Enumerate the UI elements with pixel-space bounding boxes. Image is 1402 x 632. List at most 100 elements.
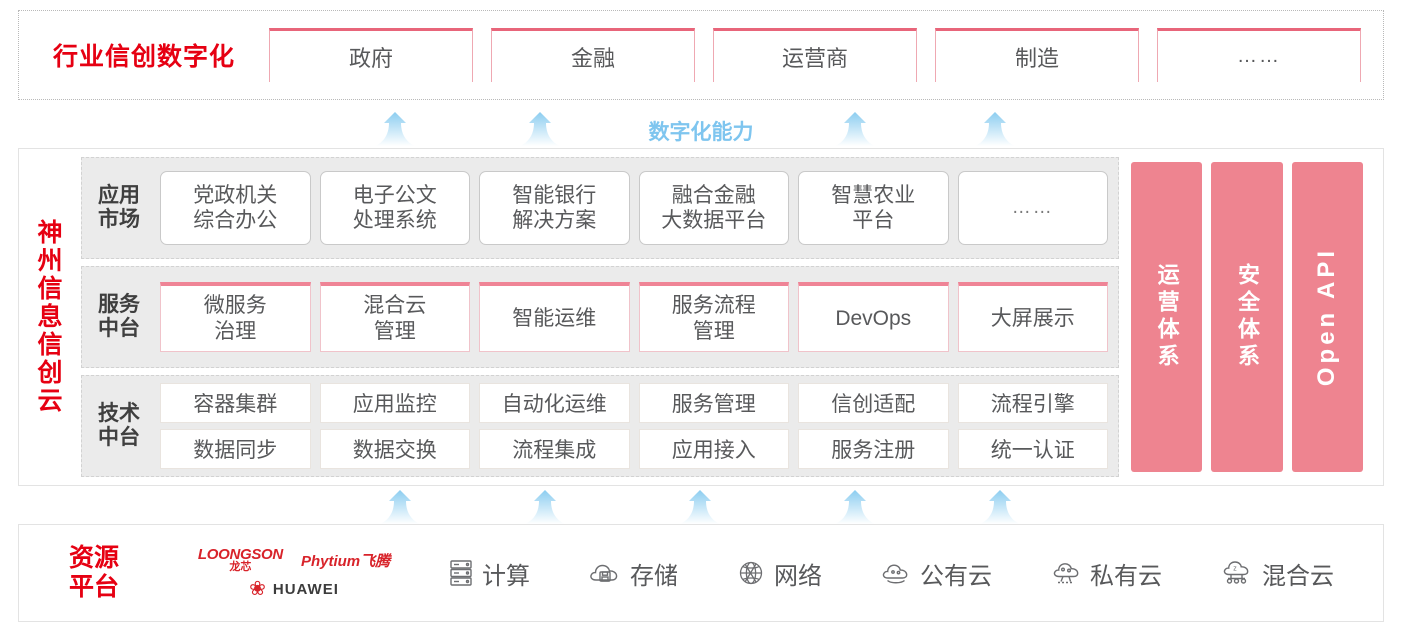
vendor-logo-group: LOONGSON 龙芯 Phytium飞腾 ❀ HUAWEI <box>169 547 419 599</box>
row-service-platform: 服务 中台 微服务治理 混合云管理 智能运维 服务流程管理 DevOps 大屏展… <box>81 266 1119 368</box>
huawei-flower-icon: ❀ <box>249 578 266 600</box>
service-card-dashboard[interactable]: 大屏展示 <box>957 282 1108 352</box>
cloud-title-char: 息 <box>37 303 63 331</box>
cloud-title-char: 神 <box>37 219 63 247</box>
resource-item-storage[interactable]: 存储 <box>588 556 678 591</box>
tech-card-xinchuang-adaptation[interactable]: 信创适配 <box>798 383 949 423</box>
resource-item-private-cloud-label: 私有云 <box>1090 562 1162 590</box>
up-arrow-icon <box>375 112 415 146</box>
resource-item-network[interactable]: 网络 <box>736 556 822 591</box>
cloud-body: 应用 市场 党政机关综合办公 电子公文处理系统 智能银行解决方案 融合金融大数据… <box>81 149 1383 485</box>
resource-platform-title: 资源 平台 <box>68 544 119 601</box>
cloud-title-char: 创 <box>37 359 63 387</box>
tech-card-app-monitoring[interactable]: 应用监控 <box>319 383 470 423</box>
resource-item-hybrid-cloud[interactable]: z 混合云 <box>1220 556 1334 591</box>
tech-card-process-integration[interactable]: 流程集成 <box>479 429 630 469</box>
side-column-open-api-label: Open API <box>1313 247 1341 387</box>
cloud-row-group: 应用 市场 党政机关综合办公 电子公文处理系统 智能银行解决方案 融合金融大数据… <box>81 157 1119 477</box>
tech-card-data-exchange[interactable]: 数据交换 <box>319 429 470 469</box>
cloud-title-char: 州 <box>37 247 63 275</box>
tech-card-list: 容器集群 应用监控 自动化运维 服务管理 信创适配 流程引擎 数据同步 数据交换… <box>156 376 1112 476</box>
industry-card-carrier[interactable]: 运营商 <box>713 28 917 82</box>
private-cloud-icon <box>1050 559 1082 587</box>
tech-card-data-sync[interactable]: 数据同步 <box>160 429 311 469</box>
resource-platform-container: 资源 平台 LOONGSON 龙芯 Phytium飞腾 ❀ HUAWEI <box>18 524 1384 622</box>
industry-card-finance[interactable]: 金融 <box>491 28 695 82</box>
app-card-edoc-system[interactable]: 电子公文处理系统 <box>319 171 470 245</box>
resource-item-private-cloud[interactable]: 私有云 <box>1050 556 1162 591</box>
side-column-security-label: 安全体系 <box>1234 263 1260 371</box>
phytium-logo: Phytium飞腾 <box>300 552 391 570</box>
vendor-logo-row-bottom: ❀ HUAWEI <box>249 579 339 599</box>
capability-label: 数字化能力 <box>648 121 754 144</box>
row-label-tech-platform: 技术 中台 <box>98 401 140 449</box>
cloud-title-char: 信 <box>37 331 63 359</box>
industry-card-more[interactable]: …… <box>1157 28 1361 82</box>
public-cloud-icon <box>880 559 912 587</box>
app-card-party-office[interactable]: 党政机关综合办公 <box>160 171 311 245</box>
app-market-card-list: 党政机关综合办公 电子公文处理系统 智能银行解决方案 融合金融大数据平台 智慧农… <box>156 158 1112 258</box>
cloud-title-char: 信 <box>37 275 63 303</box>
loongson-logo-cn: 龙芯 <box>229 561 252 573</box>
network-globe-icon <box>736 558 766 588</box>
up-arrow-icon <box>835 112 875 146</box>
side-column-operations[interactable]: 运营体系 <box>1131 162 1203 472</box>
app-card-smart-bank[interactable]: 智能银行解决方案 <box>479 171 630 245</box>
resource-item-compute-label: 计算 <box>482 562 530 590</box>
row-app-market: 应用 市场 党政机关综合办公 电子公文处理系统 智能银行解决方案 融合金融大数据… <box>81 157 1119 259</box>
tech-card-row-bottom: 数据同步 数据交换 流程集成 应用接入 服务注册 统一认证 <box>160 429 1108 469</box>
industry-card-list: 政府 金融 运营商 制造 …… <box>269 28 1383 82</box>
resource-item-public-cloud[interactable]: 公有云 <box>880 556 992 591</box>
app-card-smart-agriculture[interactable]: 智慧农业平台 <box>798 171 949 245</box>
cloud-platform-container: 神 州 信 息 信 创 云 应用 市场 党政机关综合办公 电子公文处理系统 <box>18 148 1384 486</box>
resource-item-hybrid-cloud-label: 混合云 <box>1262 562 1334 590</box>
service-card-smart-ops[interactable]: 智能运维 <box>479 282 630 352</box>
service-card-list: 微服务治理 混合云管理 智能运维 服务流程管理 DevOps 大屏展示 <box>156 267 1112 367</box>
app-card-more[interactable]: …… <box>957 171 1108 245</box>
row-label-service-platform: 服务 中台 <box>98 292 140 340</box>
resource-item-list: 计算 存储 <box>419 556 1383 591</box>
cloud-platform-title: 神 州 信 息 信 创 云 <box>19 149 81 485</box>
hybrid-cloud-icon: z <box>1220 559 1254 587</box>
tech-card-row-top: 容器集群 应用监控 自动化运维 服务管理 信创适配 流程引擎 <box>160 383 1108 423</box>
row-label-app-market: 应用 市场 <box>98 183 140 231</box>
app-card-finance-bigdata[interactable]: 融合金融大数据平台 <box>638 171 789 245</box>
side-column-group: 运营体系 安全体系 Open API <box>1119 157 1373 477</box>
resource-item-compute[interactable]: 计算 <box>448 556 530 591</box>
loongson-logo-en: LOONGSON <box>197 546 283 563</box>
tech-card-unified-auth[interactable]: 统一认证 <box>957 429 1108 469</box>
tech-card-app-access[interactable]: 应用接入 <box>638 429 789 469</box>
server-icon <box>448 558 474 588</box>
side-column-operations-label: 运营体系 <box>1154 263 1180 371</box>
industry-card-manufacturing[interactable]: 制造 <box>935 28 1139 82</box>
resource-item-network-label: 网络 <box>774 562 822 590</box>
cloud-storage-icon <box>588 559 622 587</box>
tech-card-automated-ops[interactable]: 自动化运维 <box>479 383 630 423</box>
tech-card-process-engine[interactable]: 流程引擎 <box>957 383 1108 423</box>
up-arrow-icon <box>975 112 1015 146</box>
up-arrow-icon <box>980 490 1020 524</box>
resource-item-public-cloud-label: 公有云 <box>920 562 992 590</box>
industry-card-government[interactable]: 政府 <box>269 28 473 82</box>
service-card-hybrid-cloud-mgmt[interactable]: 混合云管理 <box>319 282 470 352</box>
service-card-microservice-governance[interactable]: 微服务治理 <box>160 282 311 352</box>
service-card-devops[interactable]: DevOps <box>798 282 949 352</box>
up-arrow-icon <box>835 490 875 524</box>
tech-card-service-registry[interactable]: 服务注册 <box>798 429 949 469</box>
service-card-process-mgmt[interactable]: 服务流程管理 <box>638 282 789 352</box>
huawei-logo: ❀ HUAWEI <box>249 579 339 599</box>
huawei-logo-text: HUAWEI <box>272 580 339 598</box>
side-column-open-api[interactable]: Open API <box>1291 162 1363 472</box>
tech-card-container-cluster[interactable]: 容器集群 <box>160 383 311 423</box>
loongson-logo: LOONGSON 龙芯 <box>198 547 283 573</box>
tech-card-service-mgmt[interactable]: 服务管理 <box>638 383 789 423</box>
up-arrow-icon <box>525 490 565 524</box>
industry-band: 行业信创数字化 政府 金融 运营商 制造 …… <box>18 10 1384 100</box>
vendor-logo-row-top: LOONGSON 龙芯 Phytium飞腾 <box>198 547 390 573</box>
cloud-title-char: 云 <box>37 387 63 415</box>
up-arrow-icon <box>680 490 720 524</box>
svg-text:z: z <box>1233 566 1237 573</box>
side-column-security[interactable]: 安全体系 <box>1211 162 1283 472</box>
resource-item-storage-label: 存储 <box>630 562 678 590</box>
